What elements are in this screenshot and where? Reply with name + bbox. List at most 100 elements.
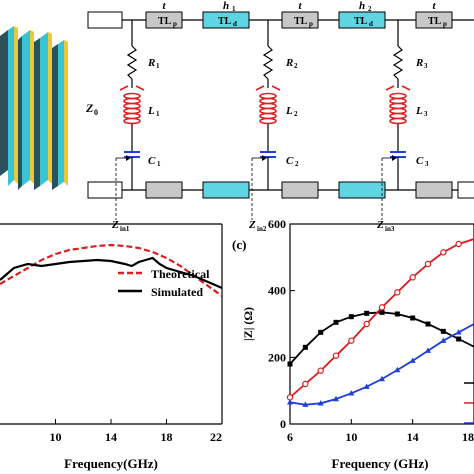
z0-main: Z — [85, 101, 94, 115]
chart2-x-label: Frequency (GHz) — [332, 456, 429, 471]
zin2-sub: in2 — [257, 225, 267, 233]
chart2-series-0-point-1 — [302, 344, 308, 350]
chart2-series-2-point-3 — [333, 395, 339, 402]
top-label-h1-sub: 1 — [232, 5, 236, 13]
l1-main: L — [147, 105, 155, 117]
c1-main: C — [148, 155, 156, 167]
tl-d-box-2 — [338, 11, 386, 29]
tl-p-box-2 — [281, 11, 319, 29]
tl-p-sub-3: p — [443, 20, 447, 28]
chart2-series-2-point-0 — [287, 399, 293, 405]
chart2-series-1-point-8 — [409, 274, 416, 281]
zin3-main: Z — [376, 219, 384, 231]
port-bottom — [87, 181, 123, 199]
chart1-x-tick-label-2: 18 — [161, 430, 173, 444]
chart2-series-1-point-6 — [378, 304, 386, 311]
chart2-series-0-point-10 — [440, 328, 446, 334]
tl-p-bottom-1 — [145, 181, 183, 199]
branch-1 — [115, 20, 145, 220]
chart1-legend: Theoretical Simulated — [118, 267, 210, 299]
r3-sub: 3 — [424, 62, 428, 70]
c3-main: C — [416, 155, 424, 167]
chart1-x-label: Frequency(GHz) — [64, 456, 158, 471]
chart1-series-simulated-line — [0, 256, 223, 290]
panel-c-label: (c) — [232, 237, 246, 252]
chart2-series-0-point-11 — [456, 336, 462, 342]
resistor-2 — [262, 45, 274, 80]
c1-sub: 1 — [157, 160, 161, 168]
r1-main: R — [147, 57, 155, 69]
tl-d-label-2: TL — [354, 16, 368, 27]
tl-p-box-1 — [145, 11, 183, 29]
zin1-main: Z — [111, 219, 119, 231]
tl-p-label-2: TL — [294, 16, 308, 27]
chart2-series-1-point-4 — [348, 337, 355, 344]
chart2-y-tick-label-3: 600 — [268, 217, 286, 231]
chart2-series-0-point-2 — [318, 329, 324, 335]
z0-sub: 0 — [94, 108, 98, 117]
chart2-series-2-point-11 — [455, 329, 462, 335]
chart2-series-1-point-3 — [332, 352, 340, 359]
chart2-y-tick-label-1: 200 — [268, 350, 286, 364]
chart2-series-2-point-5 — [363, 383, 370, 389]
top-label-h2-main: h — [359, 0, 365, 12]
chart2-series-0-point-9 — [425, 321, 431, 327]
tl-d-sub-2: d — [369, 20, 373, 28]
chart2-series-1-point-2 — [317, 367, 324, 374]
chart2-series-2-point-10 — [440, 337, 447, 343]
port-bottom-right — [457, 181, 474, 199]
zin1-sub: in1 — [120, 225, 130, 233]
l3-main: L — [415, 105, 423, 117]
chart2-series-0-point-8 — [410, 315, 416, 321]
chart2-series-1-point-1 — [302, 380, 309, 388]
legend-theoretical-label: Theoretical — [151, 267, 210, 281]
chart2-series-2-point-4 — [348, 390, 355, 396]
chart2-series-2-point-2 — [317, 400, 324, 406]
chart1-series-theoretical-line — [0, 243, 223, 297]
top-label-t-2: t — [298, 0, 302, 12]
r2-sub: 2 — [294, 62, 298, 70]
chart2-series-2-point-1 — [302, 401, 309, 407]
chart2-y-label: |Z| (Ω) — [241, 307, 255, 341]
branch-2 — [251, 20, 281, 220]
chart2-series-1-line — [289, 238, 474, 398]
chart2-series-0-point-6 — [379, 309, 385, 315]
chart1-x-tick-label-1: 14 — [105, 430, 117, 444]
chart2-series-2-point-9 — [425, 347, 431, 353]
chart2-series-1-point-7 — [394, 289, 401, 296]
legend-simulated-label: Simulated — [151, 285, 203, 299]
top-label-t-3: t — [432, 0, 436, 12]
chart2-x-tick-label-2: 14 — [407, 430, 419, 444]
chart2-x-tick-label-3: 18 — [462, 430, 474, 444]
chart2-series-1-point-5 — [363, 320, 370, 328]
resistor-1 — [126, 45, 138, 80]
resistor-3 — [392, 45, 404, 80]
zin3-sub: in3 — [385, 225, 395, 233]
chart2-series-2-point-6 — [379, 375, 385, 382]
tl-p-sub-1: p — [173, 20, 177, 28]
zin2-main: Z — [248, 219, 256, 231]
chart2-x-tick-label-0: 6 — [287, 430, 293, 444]
chart2-series-0-point-0 — [287, 361, 293, 367]
tl-d-sub-1: d — [233, 20, 237, 28]
tl-p-bottom-3 — [415, 181, 453, 199]
r2-main: R — [285, 57, 293, 69]
tl-d-bottom-2 — [338, 181, 386, 199]
chart2-x-tick-label-1: 10 — [345, 430, 357, 444]
chart2-series-2-point-7 — [394, 366, 401, 373]
l2-main: L — [285, 105, 293, 117]
chart2-series-0-point-5 — [364, 310, 370, 316]
l2-sub: 2 — [294, 110, 298, 118]
c2-main: C — [286, 155, 294, 167]
chart2-series-0-point-7 — [394, 311, 400, 317]
tl-d-bottom-1 — [202, 181, 250, 199]
equivalent-circuit: t h 1 t h 2 t TL p TL d TL p TL d TL p Z… — [85, 0, 474, 233]
r1-sub: 1 — [156, 62, 160, 70]
chart2-y-tick-label-0: 0 — [280, 417, 286, 431]
chart2-series-0-point-4 — [348, 314, 354, 320]
top-label-h1-main: h — [223, 0, 229, 12]
tl-p-bottom-2 — [281, 181, 319, 199]
slab-array-illustration — [0, 26, 68, 190]
